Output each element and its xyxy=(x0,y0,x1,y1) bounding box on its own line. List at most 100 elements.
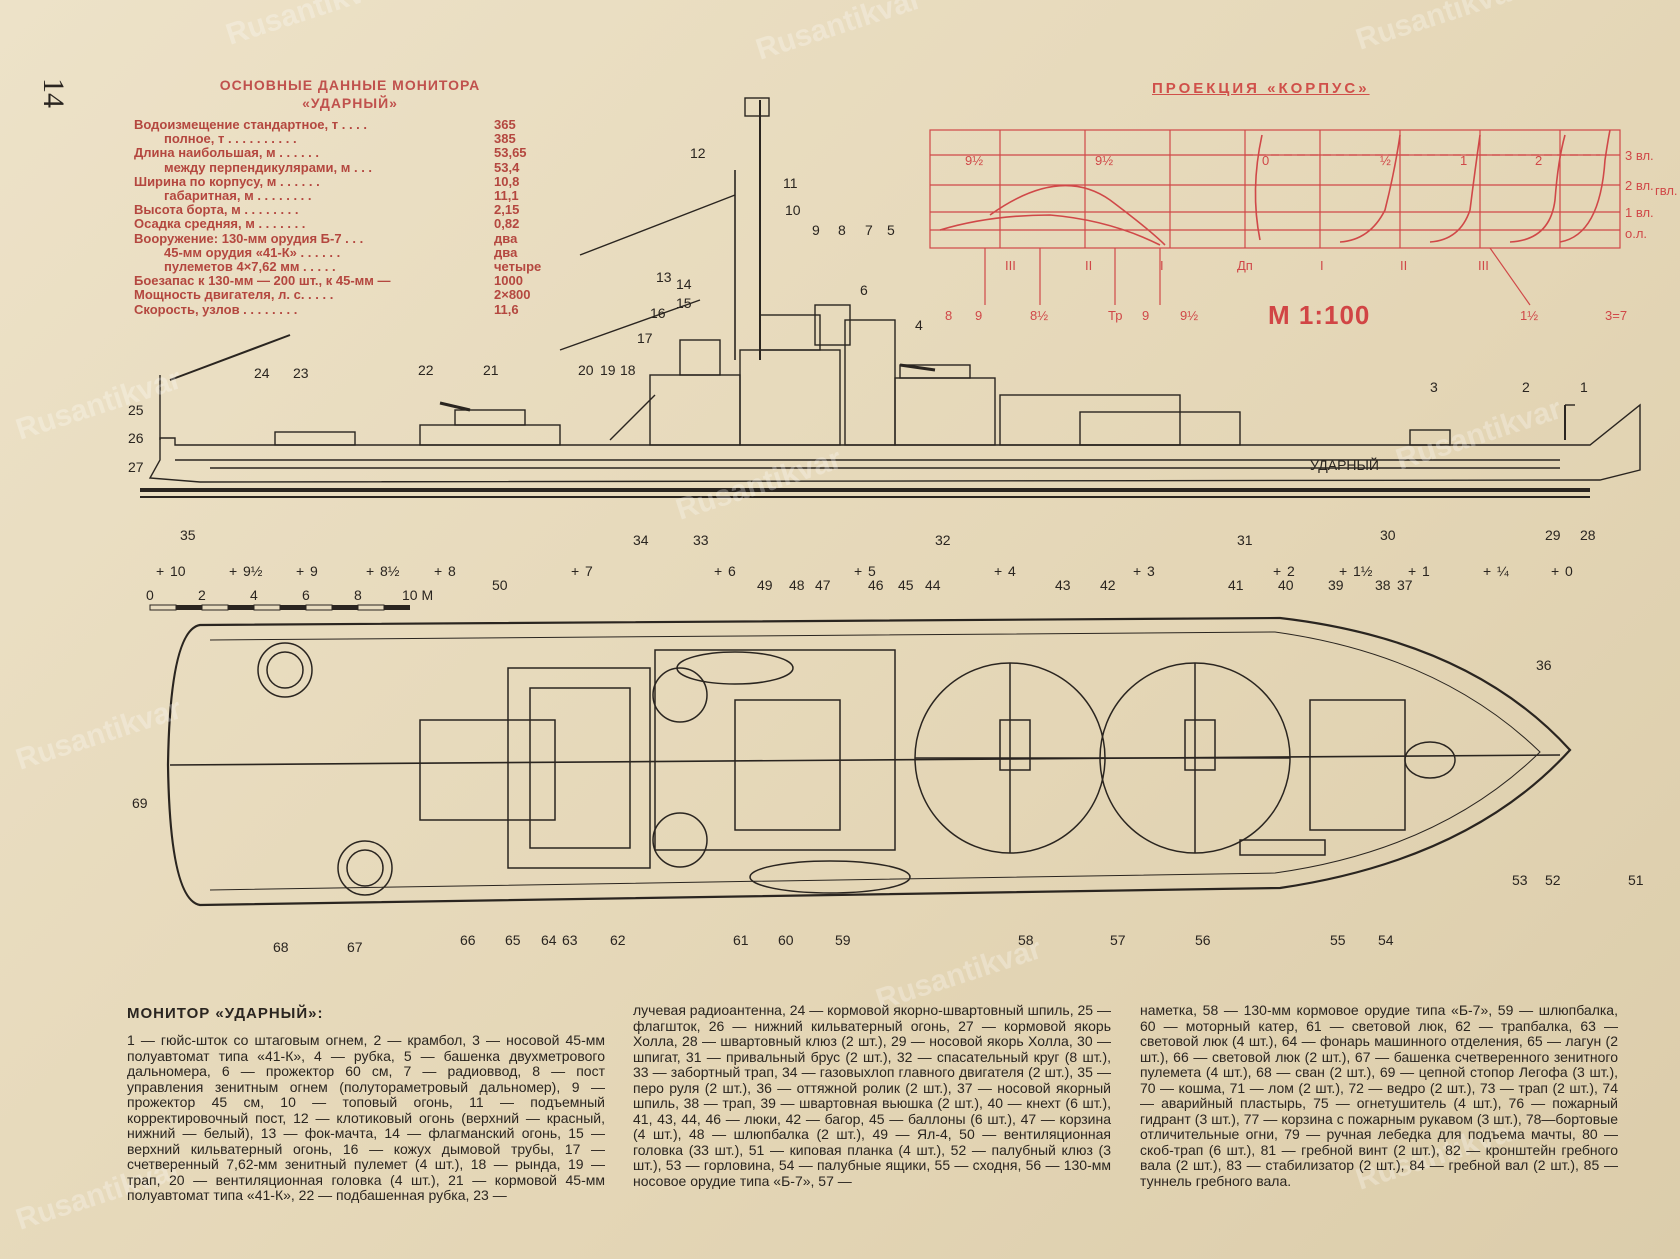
plan-callout: 50 xyxy=(492,577,508,593)
plan-callout: 44 xyxy=(925,577,941,593)
spec-value: два xyxy=(494,244,518,260)
spec-value: 53,65 xyxy=(494,145,527,161)
station-mark-plus: + xyxy=(434,563,442,579)
spec-label: Высота борта, м . . . . . . . . xyxy=(134,203,299,218)
spec-value: 1000 xyxy=(494,273,523,289)
plan-callout: 52 xyxy=(1545,872,1561,888)
plan-callout: 40 xyxy=(1278,577,1294,593)
plan-callout: 62 xyxy=(610,932,626,948)
svg-text:Rusantikvar: Rusantikvar xyxy=(222,0,396,52)
plan-callout: 53 xyxy=(1512,872,1528,888)
spec-value: 11,1 xyxy=(494,188,519,204)
spec-value: 365 xyxy=(494,117,516,132)
frame-label-bottom: 9 xyxy=(975,308,982,323)
profile-callout: 9 xyxy=(812,222,820,238)
spec-value: 0,82 xyxy=(494,216,520,232)
ship-profile xyxy=(140,97,1641,498)
plan-callout: 69 xyxy=(132,795,148,811)
spec-label: Боезапас к 130-мм — 200 шт., к 45-мм — xyxy=(134,274,391,289)
profile-callout: 22 xyxy=(418,362,434,378)
plan-callout: 38 xyxy=(1375,577,1391,593)
profile-callout: 7 xyxy=(865,222,873,238)
profile-callout: 27 xyxy=(128,459,144,475)
profile-callout: 25 xyxy=(128,402,144,418)
plan-callout: 45 xyxy=(898,577,914,593)
waterline-label: гвл. xyxy=(1655,183,1678,198)
spec-row: между перпендикулярами, м . . .53,4 xyxy=(134,160,554,175)
station-label: 1½ xyxy=(1353,563,1373,579)
scale-bar-label: 2 xyxy=(198,587,206,603)
legend-column-1: 1 — гюйс-шток со штаговым огнем, 2 — кра… xyxy=(127,1032,605,1203)
plan-callout: 54 xyxy=(1378,932,1394,948)
frame-label-bottom: 9 xyxy=(1142,308,1149,323)
profile-callout: 6 xyxy=(860,282,868,298)
section-label: I xyxy=(1160,258,1164,273)
station-label: ¼ xyxy=(1497,563,1509,579)
station-mark-plus: + xyxy=(854,563,862,579)
plan-callouts: 3637383940414243444546474849505152535455… xyxy=(132,577,1644,955)
station-mark-plus: + xyxy=(296,563,304,579)
plan-callout: 41 xyxy=(1228,577,1244,593)
station-label: 8½ xyxy=(380,563,400,579)
profile-callout: 10 xyxy=(785,202,801,218)
spec-value: 2,15 xyxy=(494,202,520,218)
projection-title: ПРОЕКЦИЯ «КОРПУС» xyxy=(1152,80,1370,97)
specs-title: ОСНОВНЫЕ ДАННЫЕ МОНИТОРА «УДАРНЫЙ» xyxy=(219,77,481,111)
scale-bar-label: 6 xyxy=(302,587,310,603)
scale-bar-label: 0 xyxy=(146,587,154,603)
profile-callout: 30 xyxy=(1380,527,1396,543)
body-plan xyxy=(929,129,1621,306)
spec-label: 45-мм орудия «41-К» . . . . . . xyxy=(164,245,341,260)
spec-row: Скорость, узлов . . . . . . . .11,6 xyxy=(134,302,554,317)
section-label: II xyxy=(1400,258,1407,273)
frame-label-top: 1 xyxy=(1460,153,1467,168)
plan-callout: 63 xyxy=(562,932,578,948)
spec-value: 385 xyxy=(494,131,516,147)
profile-callout: 5 xyxy=(887,222,895,238)
section-label: I xyxy=(1320,258,1324,273)
station-label: 6 xyxy=(728,563,736,579)
profile-callout: 4 xyxy=(915,317,923,333)
spec-row: Вооружение: 130-мм орудия Б-7 . . .два xyxy=(134,231,554,246)
spec-value: 2×800 xyxy=(494,287,531,303)
plan-callout: 55 xyxy=(1330,932,1346,948)
spec-label: габаритная, м . . . . . . . . xyxy=(164,189,312,204)
station-mark-plus: + xyxy=(1408,563,1416,579)
spec-value: 10,8 xyxy=(494,173,520,189)
profile-callout: 18 xyxy=(620,362,636,378)
plan-callout: 37 xyxy=(1397,577,1413,593)
section-label: III xyxy=(1478,258,1489,273)
profile-callout: 28 xyxy=(1580,527,1596,543)
station-label: 5 xyxy=(868,563,876,579)
deck-plan xyxy=(166,616,1572,907)
spec-row: Боезапас к 130-мм — 200 шт., к 45-мм — 10… xyxy=(134,274,554,288)
station-mark-plus: + xyxy=(714,563,722,579)
spec-row: Длина наибольшая, м . . . . . . 53,65 xyxy=(134,146,554,160)
profile-callout: 21 xyxy=(483,362,499,378)
frame-label-bottom: 9½ xyxy=(1180,308,1198,323)
spec-row: Высота борта, м . . . . . . . . 2,15 xyxy=(134,203,554,217)
spec-label: Осадка средняя, м . . . . . . . xyxy=(134,217,306,232)
ship-name-label: УДАРНЫЙ xyxy=(1310,456,1379,473)
station-mark-plus: + xyxy=(1483,563,1491,579)
spec-label: между перпендикулярами, м . . . xyxy=(164,160,373,175)
station-mark-plus: + xyxy=(229,563,237,579)
profile-callout: 11 xyxy=(783,175,798,191)
spec-label: Длина наибольшая, м . . . . . . xyxy=(134,146,320,161)
waterline-label: 1 вл. xyxy=(1625,205,1654,220)
plan-callout: 51 xyxy=(1628,872,1644,888)
svg-text:Rusantikvar: Rusantikvar xyxy=(12,692,186,777)
svg-text:Rusantikvar: Rusantikvar xyxy=(1352,0,1526,57)
spec-label: Водоизмещение стандартное, т . . . . xyxy=(134,118,368,132)
spec-row: 45-мм орудия «41-К» . . . . . . два xyxy=(134,244,554,260)
profile-callout: 1 xyxy=(1580,379,1588,395)
plan-callout: 67 xyxy=(347,939,363,955)
frame-label-bottom: 3=7 xyxy=(1605,308,1627,323)
station-mark-plus: + xyxy=(571,563,579,579)
legend-title: МОНИТОР «УДАРНЫЙ»: xyxy=(127,1005,324,1022)
frame-label-top: ½ xyxy=(1380,153,1391,168)
svg-text:Rusantikvar: Rusantikvar xyxy=(752,0,926,67)
plan-callout: 57 xyxy=(1110,932,1126,948)
station-label: 1 xyxy=(1422,563,1430,579)
